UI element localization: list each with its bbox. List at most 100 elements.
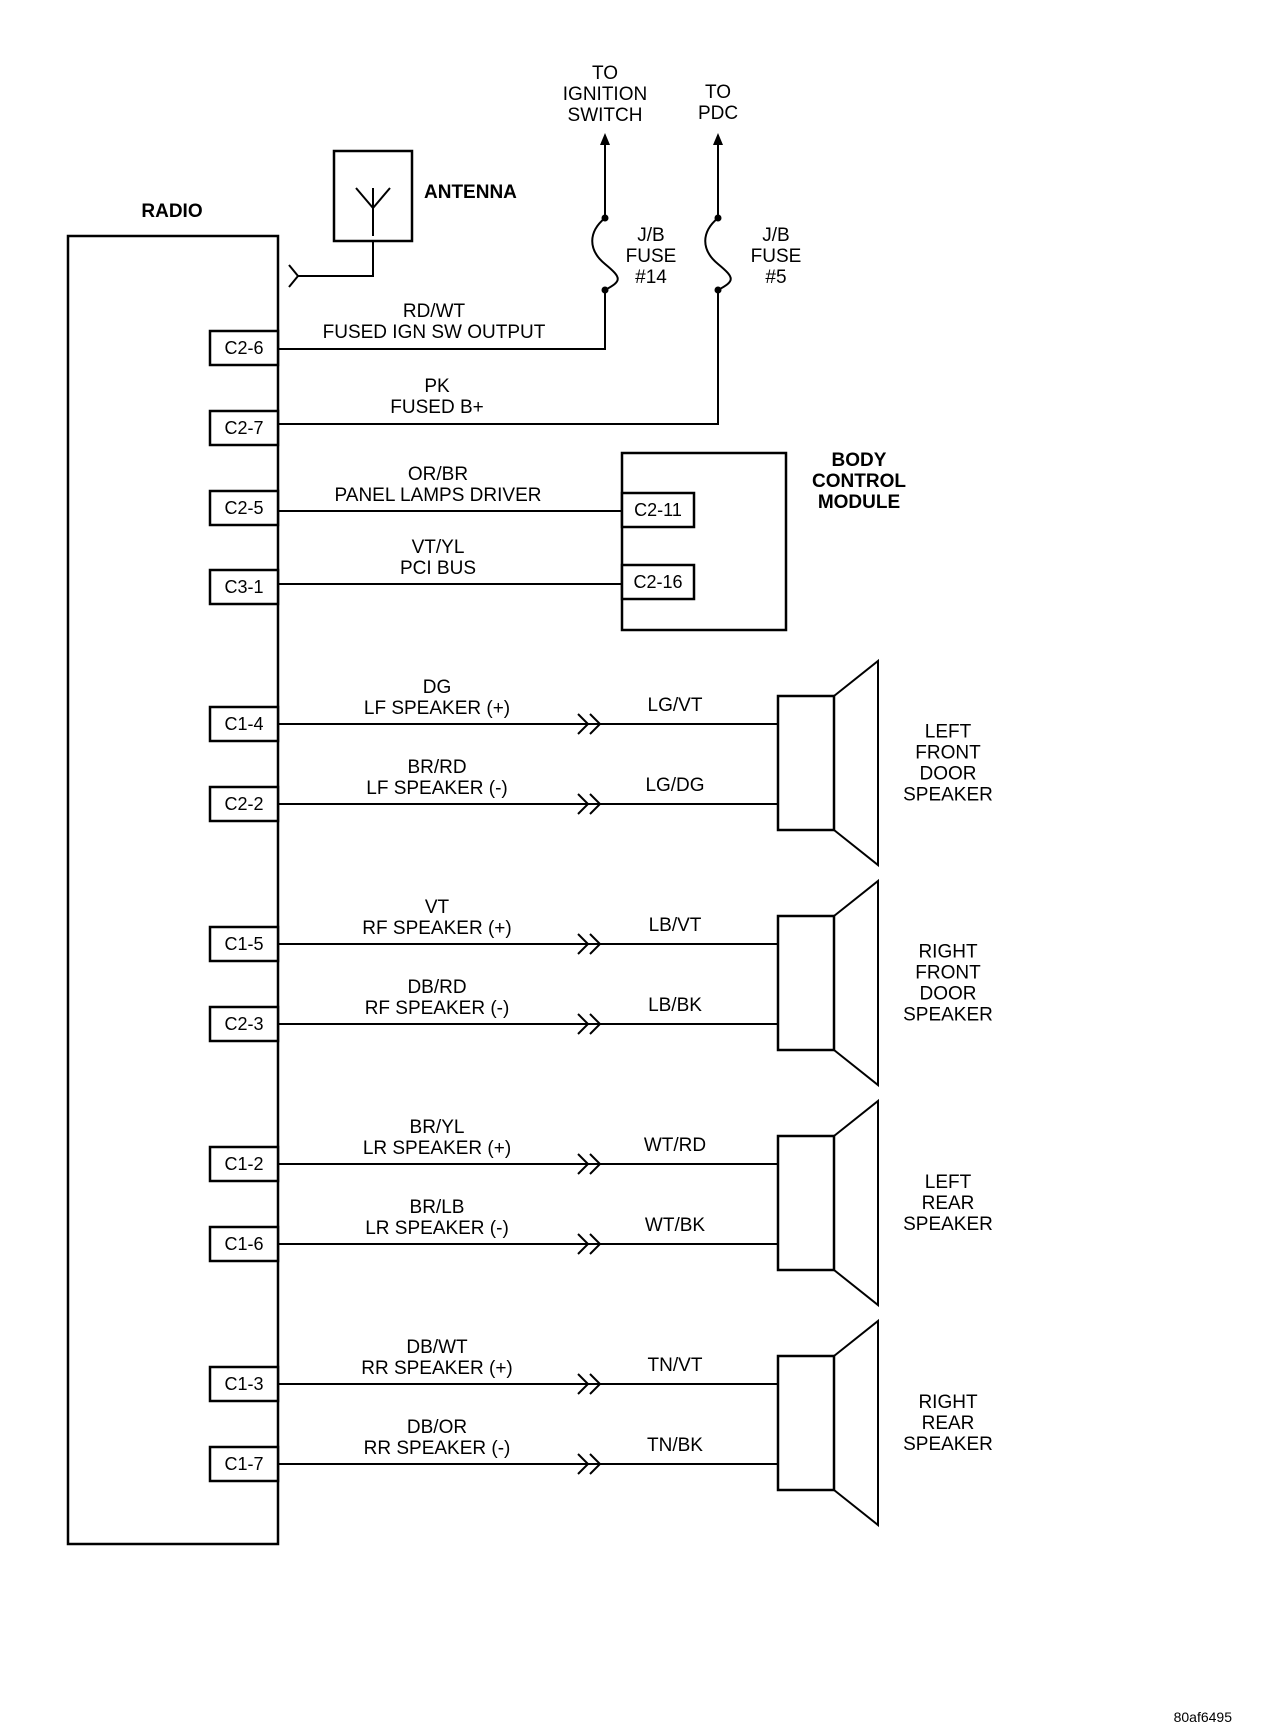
inline-connector-icon bbox=[577, 933, 602, 955]
circuit-label: RR SPEAKER (-) bbox=[364, 1438, 511, 1459]
speaker-wire-color-label: TN/VT bbox=[648, 1355, 703, 1376]
circuit-label: RF SPEAKER (-) bbox=[365, 998, 510, 1019]
speaker-label-line: RIGHT bbox=[918, 1392, 978, 1413]
wire-color-label: DB/OR bbox=[407, 1417, 467, 1438]
fuse-terminal bbox=[714, 214, 722, 222]
wire-color-label: RD/WT bbox=[403, 301, 466, 322]
radio-housing bbox=[66, 234, 280, 1546]
pin-label: C2-7 bbox=[224, 418, 263, 438]
bcm-label-line-3: MODULE bbox=[818, 492, 900, 513]
antenna-icon bbox=[355, 187, 391, 236]
fuse-14-line-3: #14 bbox=[635, 267, 667, 288]
pin-label: C3-1 bbox=[224, 577, 263, 597]
speaker-magnet-icon bbox=[776, 1134, 836, 1272]
inline-connector-icon bbox=[577, 1013, 602, 1035]
speaker-wire-color-label: WT/BK bbox=[645, 1215, 705, 1236]
fuse-14-line-2: FUSE bbox=[626, 246, 677, 267]
inline-connector-icon bbox=[577, 713, 602, 735]
speaker-wire-color-label: TN/BK bbox=[647, 1435, 703, 1456]
speaker-label-line: SPEAKER bbox=[903, 785, 993, 806]
bcm-label-line-2: CONTROL bbox=[812, 471, 906, 492]
pin-connector bbox=[208, 1005, 280, 1043]
wire-color-label: OR/BR bbox=[408, 464, 468, 485]
fuse-5-line-2: FUSE bbox=[751, 246, 802, 267]
pin-connector bbox=[208, 705, 280, 743]
circuit-label: RR SPEAKER (+) bbox=[361, 1358, 513, 1379]
wire-color-label: BR/RD bbox=[407, 757, 466, 778]
speaker-wire-color-label: LG/VT bbox=[648, 695, 703, 716]
inline-connector-icon bbox=[577, 1233, 602, 1255]
battery-circuit: TO PDC J/B FUSE #5 PK FUSED B+ C2-7 bbox=[208, 82, 802, 447]
fuse-terminal bbox=[601, 286, 609, 294]
pin-label: C1-3 bbox=[224, 1374, 263, 1394]
speaker-label-line: SPEAKER bbox=[903, 1434, 993, 1455]
speaker-wire-color-label: WT/RD bbox=[644, 1135, 706, 1156]
fuse-5-line-1: J/B bbox=[762, 225, 789, 246]
speaker-wire-color-label: LG/DG bbox=[645, 775, 704, 796]
inline-connector-icon bbox=[577, 1373, 602, 1395]
fuse-terminal bbox=[601, 214, 609, 222]
pin-connector bbox=[208, 1445, 280, 1483]
pin-connector bbox=[208, 785, 280, 823]
circuit-label: PCI BUS bbox=[400, 558, 476, 579]
to-pdc-line-2: PDC bbox=[698, 103, 738, 124]
wire-color-label: VT bbox=[425, 897, 450, 918]
radio-label: RADIO bbox=[141, 201, 202, 222]
circuit-label: FUSED IGN SW OUTPUT bbox=[323, 322, 546, 343]
ignition-circuit: TO IGNITION SWITCH J/B FUSE #14 RD/WT FU… bbox=[208, 63, 677, 367]
pin-label: C1-4 bbox=[224, 714, 263, 734]
bcm-pin-label: C2-11 bbox=[634, 500, 682, 520]
antenna-cable bbox=[288, 241, 374, 288]
circuit-label: PANEL LAMPS DRIVER bbox=[335, 485, 542, 506]
speaker-label-line: SPEAKER bbox=[903, 1005, 993, 1026]
arrow-up-icon bbox=[600, 133, 610, 145]
circuit-label: LF SPEAKER (+) bbox=[364, 698, 510, 719]
bcm-pin-label: C2-16 bbox=[633, 572, 682, 592]
speaker-magnet-icon bbox=[776, 1354, 836, 1492]
circuit-label: RF SPEAKER (+) bbox=[362, 918, 511, 939]
pin-label: C1-6 bbox=[224, 1234, 263, 1254]
pin-connector bbox=[208, 568, 280, 606]
speaker-cone-icon bbox=[833, 658, 879, 868]
speaker-cone-icon bbox=[833, 1318, 879, 1528]
speaker-magnet-icon bbox=[776, 694, 836, 832]
speaker-magnet-icon bbox=[776, 914, 836, 1052]
speaker-cone-icon bbox=[833, 878, 879, 1088]
pin-connector bbox=[208, 1145, 280, 1183]
pin-connector bbox=[208, 1365, 280, 1403]
bcm-label-line-1: BODY bbox=[832, 450, 887, 471]
speaker-label-line: REAR bbox=[922, 1193, 975, 1214]
panel-lamps-circuit: OR/BR PANEL LAMPS DRIVER C2-5 C2-11 bbox=[208, 464, 696, 529]
pin-connector bbox=[208, 409, 280, 447]
body-control-module: BODY CONTROL MODULE OR/BR PANEL LAMPS DR… bbox=[208, 450, 906, 632]
pin-label: C2-3 bbox=[224, 1014, 263, 1034]
antenna: ANTENNA bbox=[288, 149, 517, 288]
speaker-label-line: LEFT bbox=[925, 1172, 972, 1193]
bcm-pin-connector bbox=[620, 563, 696, 601]
pin-label: C1-7 bbox=[224, 1454, 263, 1474]
wire-color-label: DG bbox=[423, 677, 452, 698]
speaker-wire-color-label: LB/BK bbox=[648, 995, 702, 1016]
bcm-box bbox=[620, 451, 788, 632]
fuse-5-line-3: #5 bbox=[765, 267, 786, 288]
pin-connector bbox=[208, 1225, 280, 1263]
wire-color-label: VT/YL bbox=[412, 537, 465, 558]
figure-reference: 80af6495 bbox=[1174, 1709, 1233, 1725]
pin-label: C1-2 bbox=[224, 1154, 263, 1174]
circuit-label: LR SPEAKER (-) bbox=[365, 1218, 509, 1239]
fuse-terminal bbox=[714, 286, 722, 294]
antenna-label: ANTENNA bbox=[424, 182, 517, 203]
speaker-label-line: DOOR bbox=[920, 764, 977, 785]
pci-bus-circuit: VT/YL PCI BUS C3-1 C2-16 bbox=[208, 537, 696, 606]
pin-connector bbox=[208, 925, 280, 963]
wire-color-label: DB/RD bbox=[407, 977, 466, 998]
ignition-wire bbox=[278, 143, 619, 350]
pin-connector bbox=[208, 489, 280, 527]
to-pdc-line-1: TO bbox=[705, 82, 731, 103]
battery-wire bbox=[278, 143, 732, 425]
arrow-up-icon bbox=[713, 133, 723, 145]
pin-label: C2-2 bbox=[224, 794, 263, 814]
